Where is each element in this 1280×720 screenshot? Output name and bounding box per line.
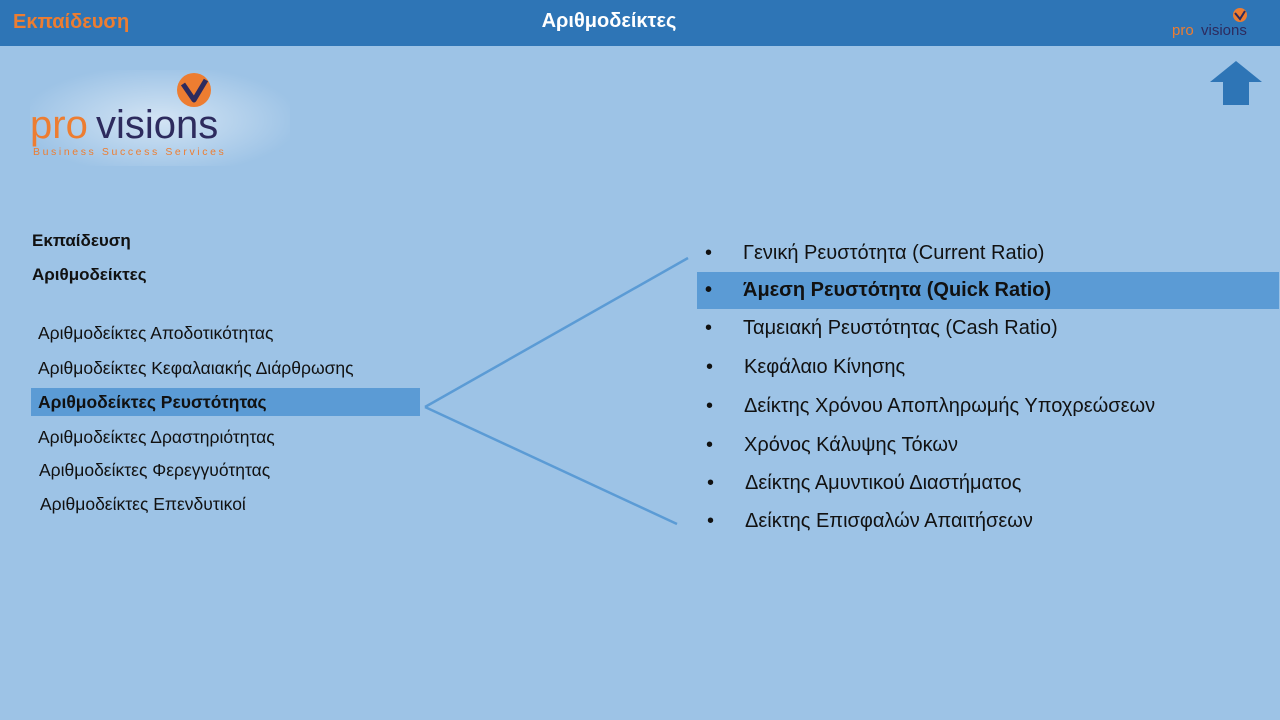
provisions-logo: pro visions Business Success Services <box>30 70 290 166</box>
logo-visions-text: visions <box>96 103 218 147</box>
menu-investment-ratios[interactable]: Αριθμοδείκτες Επενδυτικοί <box>40 494 246 514</box>
logo-small-pro-text: pro <box>1172 22 1194 39</box>
bullet: • <box>706 434 714 456</box>
connector-line-top <box>424 256 689 409</box>
ratio-label: Ταμειακή Ρευστότητας (Cash Ratio) <box>743 317 1058 339</box>
menu-capital-structure-ratios[interactable]: Αριθμοδείκτες Κεφαλαιακής Διάρθρωσης <box>38 358 354 378</box>
logo-tagline: Business Success Services <box>33 146 226 158</box>
bullet: • <box>705 242 713 264</box>
ratio-label: Δείκτης Χρόνου Αποπληρωμής Υποχρεώσεων <box>744 395 1156 417</box>
bullet: • <box>705 279 713 301</box>
bullet: • <box>706 395 714 417</box>
top-bar: Εκπαίδευση Αριθμοδείκτες pro visions <box>0 0 1280 46</box>
connector-line-bottom <box>424 405 678 526</box>
ratio-label: Χρόνος Κάλυψης Τόκων <box>744 434 959 456</box>
ratio-label: Δείκτης Αμυντικού Διαστήματος <box>745 472 1022 494</box>
bullet: • <box>707 472 715 494</box>
breadcrumb-ratios[interactable]: Αριθμοδείκτες <box>32 265 147 284</box>
ratio-label: Κεφάλαιο Κίνησης <box>744 356 906 378</box>
bullet: • <box>705 317 713 339</box>
section-title[interactable]: Εκπαίδευση <box>13 11 130 33</box>
menu-liquidity-ratios[interactable]: Αριθμοδείκτες Ρευστότητας <box>31 388 420 416</box>
ratio-quick[interactable]: • Άμεση Ρευστότητα (Quick Ratio) <box>697 272 1279 309</box>
menu-profitability-ratios[interactable]: Αριθμοδείκτες Αποδοτικότητας <box>38 323 274 343</box>
page-title: Αριθμοδείκτες <box>541 10 677 32</box>
bullet: • <box>706 356 714 378</box>
menu-activity-ratios[interactable]: Αριθμοδείκτες Δραστηριότητας <box>38 427 275 447</box>
ratio-label: Δείκτης Επισφαλών Απαιτήσεων <box>745 510 1033 532</box>
logo-pro-text: pro <box>30 103 88 147</box>
menu-solvency-ratios[interactable]: Αριθμοδείκτες Φερεγγυότητας <box>39 460 271 480</box>
logo-small-visions-text: visions <box>1201 22 1247 39</box>
home-arrow-icon[interactable] <box>1209 60 1263 106</box>
bullet: • <box>707 510 715 532</box>
ratio-label: Άμεση Ρευστότητα (Quick Ratio) <box>743 279 1052 301</box>
provisions-logo-small: pro visions <box>1172 8 1247 39</box>
ratio-label: Γενική Ρευστότητα (Current Ratio) <box>743 242 1045 264</box>
breadcrumb-training[interactable]: Εκπαίδευση <box>32 231 131 250</box>
